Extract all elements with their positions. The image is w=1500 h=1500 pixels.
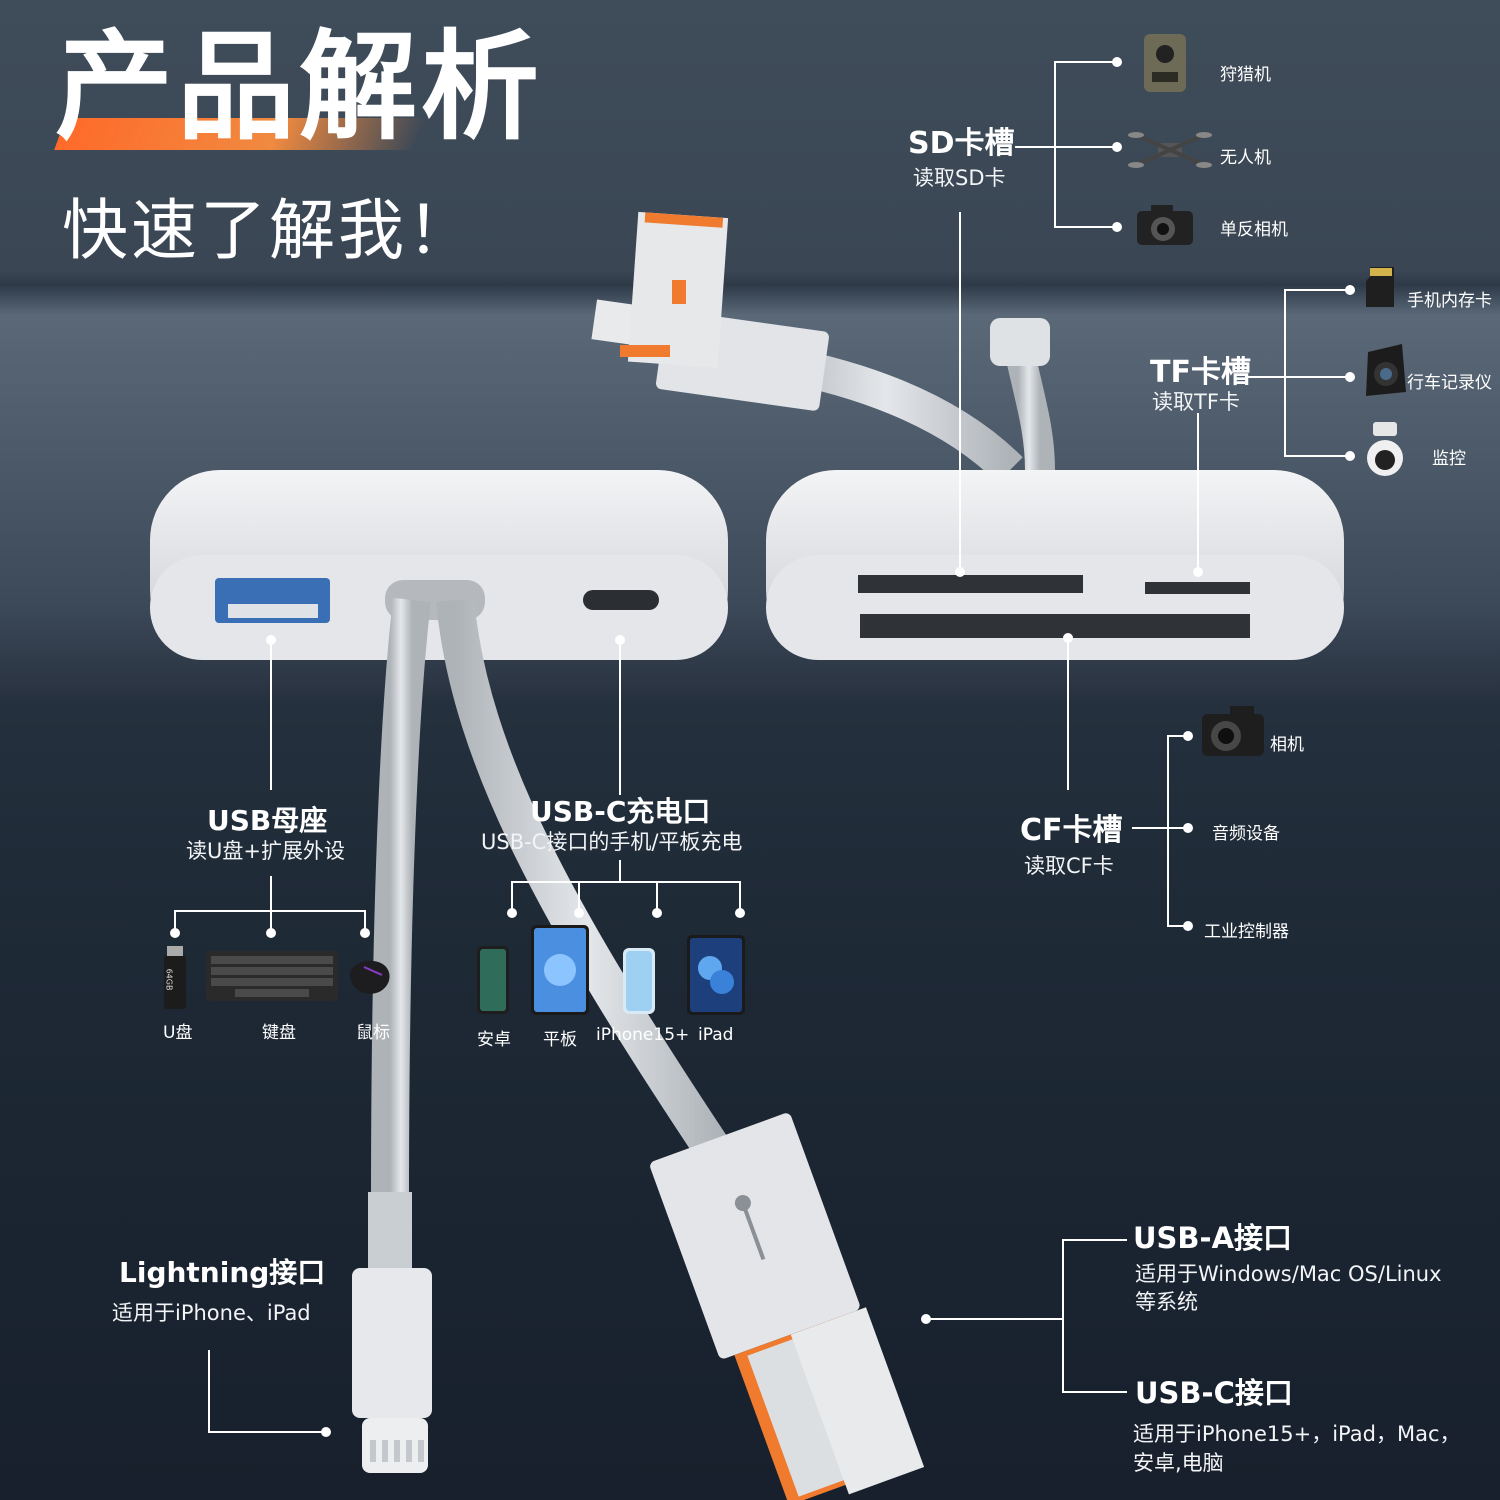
usb-a-c-cable — [436, 598, 925, 1500]
usbc-title: USB-C接口 — [1135, 1376, 1293, 1410]
top-usb-connector — [591, 211, 1055, 483]
dashcam-icon — [1366, 344, 1406, 396]
usbc-charge-desc: USB-C接口的手机/平板充电 — [481, 830, 743, 854]
lightning-desc: 适用于iPhone、iPad — [112, 1301, 311, 1325]
lightning-cable — [352, 597, 432, 1473]
usba-desc-line1: 适用于Windows/Mac OS/Linux — [1135, 1262, 1442, 1286]
usb-drive-capacity: 64GB — [164, 968, 174, 991]
leader-dots — [170, 57, 1355, 1437]
dslr-camera-icon — [1137, 205, 1193, 245]
iphone-icon — [623, 948, 655, 1014]
usb-drive-icon: 64GB — [164, 946, 186, 1009]
sd-slot-title: SD卡槽 — [908, 126, 1015, 161]
keyboard-icon — [206, 951, 338, 1001]
tf-slot-title: TF卡槽 — [1150, 355, 1251, 390]
ipad-icon — [687, 935, 745, 1015]
usb-female-desc: 读U盘+扩展外设 — [186, 839, 345, 863]
usb-female-title: USB母座 — [207, 804, 328, 837]
usb-item-mouse: 鼠标 — [356, 1023, 390, 1043]
cf-item-industrial: 工业控制器 — [1204, 922, 1289, 942]
cf-item-audio: 音频设备 — [1212, 824, 1280, 844]
usba-desc-line2: 等系统 — [1135, 1290, 1198, 1314]
drone-icon — [1128, 132, 1212, 168]
usb-item-keyboard: 键盘 — [262, 1023, 296, 1043]
charge-item-android: 安卓 — [477, 1030, 511, 1050]
usbc-desc-line2: 安卓,电脑 — [1133, 1451, 1224, 1475]
android-phone-icon — [477, 946, 509, 1014]
right-hub-body — [766, 470, 1344, 660]
usba-title: USB-A接口 — [1133, 1221, 1293, 1255]
tf-item-phone-card: 手机内存卡 — [1407, 291, 1492, 311]
left-hub-body — [150, 470, 728, 660]
usbc-charge-title: USB-C充电口 — [530, 795, 711, 828]
tablet-icon — [531, 925, 589, 1015]
sd-item-dslr: 单反相机 — [1220, 220, 1288, 240]
charge-item-ipad: iPad — [698, 1025, 734, 1045]
trail-camera-icon — [1144, 34, 1186, 92]
lightning-title: Lightning接口 — [119, 1256, 326, 1289]
usb-item-drive: U盘 — [163, 1023, 193, 1043]
page-title: 产品解析 — [55, 18, 544, 156]
tf-item-surveillance: 监控 — [1432, 449, 1466, 469]
sd-slot-desc: 读取SD卡 — [913, 166, 1006, 190]
usbc-desc-line1: 适用于iPhone15+，iPad，Mac， — [1133, 1422, 1461, 1446]
leader-lines — [174, 61, 1350, 1433]
cf-slot-title: CF卡槽 — [1020, 813, 1123, 848]
camera-icon — [1202, 706, 1264, 756]
charge-item-iphone: iPhone15+ — [596, 1025, 690, 1045]
sd-item-trail-camera: 狩猎机 — [1220, 65, 1271, 85]
page-subtitle: 快速了解我！ — [62, 192, 476, 269]
micro-sd-card-icon — [1366, 267, 1394, 307]
cf-item-camera: 相机 — [1270, 735, 1304, 755]
cf-slot-desc: 读取CF卡 — [1024, 854, 1114, 878]
charge-item-tablet: 平板 — [543, 1030, 577, 1050]
tf-item-dashcam: 行车记录仪 — [1407, 373, 1492, 393]
mouse-icon — [350, 960, 390, 994]
tf-slot-desc: 读取TF卡 — [1152, 390, 1240, 414]
sd-item-drone: 无人机 — [1220, 148, 1271, 168]
security-camera-icon — [1367, 422, 1403, 476]
